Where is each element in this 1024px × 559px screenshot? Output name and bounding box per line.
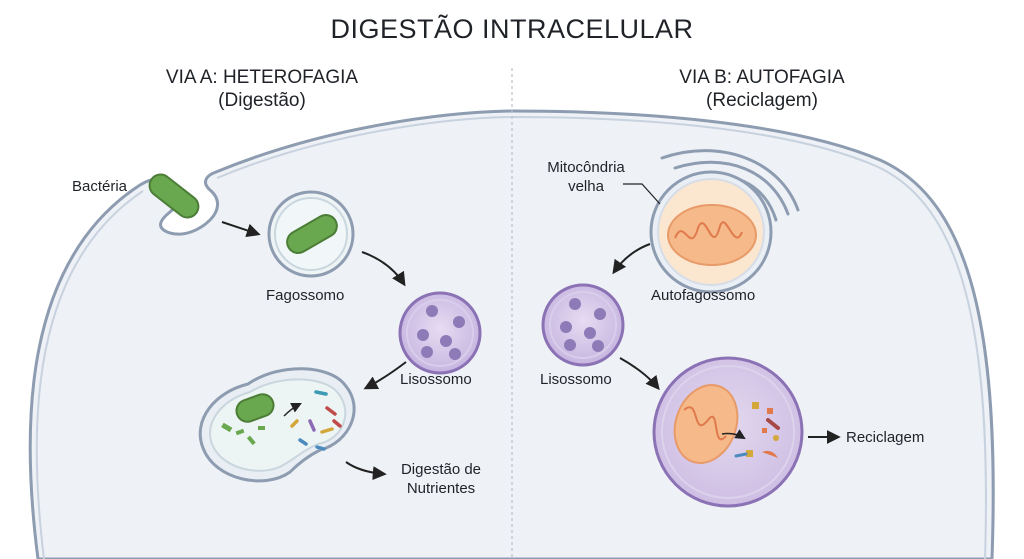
label-old-mitochondria: Mitocôndria velha [536, 158, 636, 196]
phagosome [267, 190, 355, 278]
label-recycling: Reciclagem [846, 429, 925, 446]
lysosome-a [398, 291, 482, 375]
label-autophagosome: Autofagossomo [651, 287, 756, 304]
label-mito-line2: velha [568, 178, 604, 195]
arrow-phagosome-to-lysosome [361, 251, 406, 287]
path-a-heading-text: VIA A: HETEROFAGIA [165, 67, 359, 88]
label-nutrient-line2: Nutrientes [406, 480, 476, 497]
label-mito-line1: Mitocôndria [547, 159, 625, 176]
label-lysosome-b: Lisossomo [540, 371, 612, 388]
lysosome-b [541, 283, 625, 367]
label-nutrient-digestion: Digestão de Nutrientes [388, 460, 494, 498]
label-phagosome: Fagossomo [266, 287, 345, 304]
mito-leader-line [623, 183, 661, 205]
path-b-heading-text: VIA B: AUTOFAGIA [679, 67, 845, 88]
arrow-bacteria-to-phagosome [221, 221, 261, 238]
cell-membrane-inner [35, 115, 987, 559]
path-a-heading: VIA A: HETEROFAGIA (Digestão) [102, 66, 422, 112]
arrow-to-nutrients [345, 461, 387, 481]
arrow-autophagosome-to-lysosome [612, 243, 651, 275]
page-title: DIGESTÃO INTRACELULAR [330, 14, 694, 44]
path-b-heading: VIA B: AUTOFAGIA (Reciclagem) [602, 66, 922, 112]
label-nutrient-line1: Digestão de [400, 461, 482, 478]
path-a-subheading: (Digestão) [218, 90, 306, 111]
path-b-subheading: (Reciclagem) [706, 90, 818, 111]
autolysosome [652, 356, 804, 508]
arrow-lysosome-to-digestion [363, 361, 407, 390]
autophagosome [649, 170, 773, 294]
bacteria-shape [148, 173, 200, 219]
label-lysosome-a: Lisossomo [400, 371, 472, 388]
phagolysosome [198, 367, 356, 483]
arrow-lysosome-to-autolysosome [619, 357, 660, 391]
label-bacteria: Bactéria [72, 178, 128, 195]
